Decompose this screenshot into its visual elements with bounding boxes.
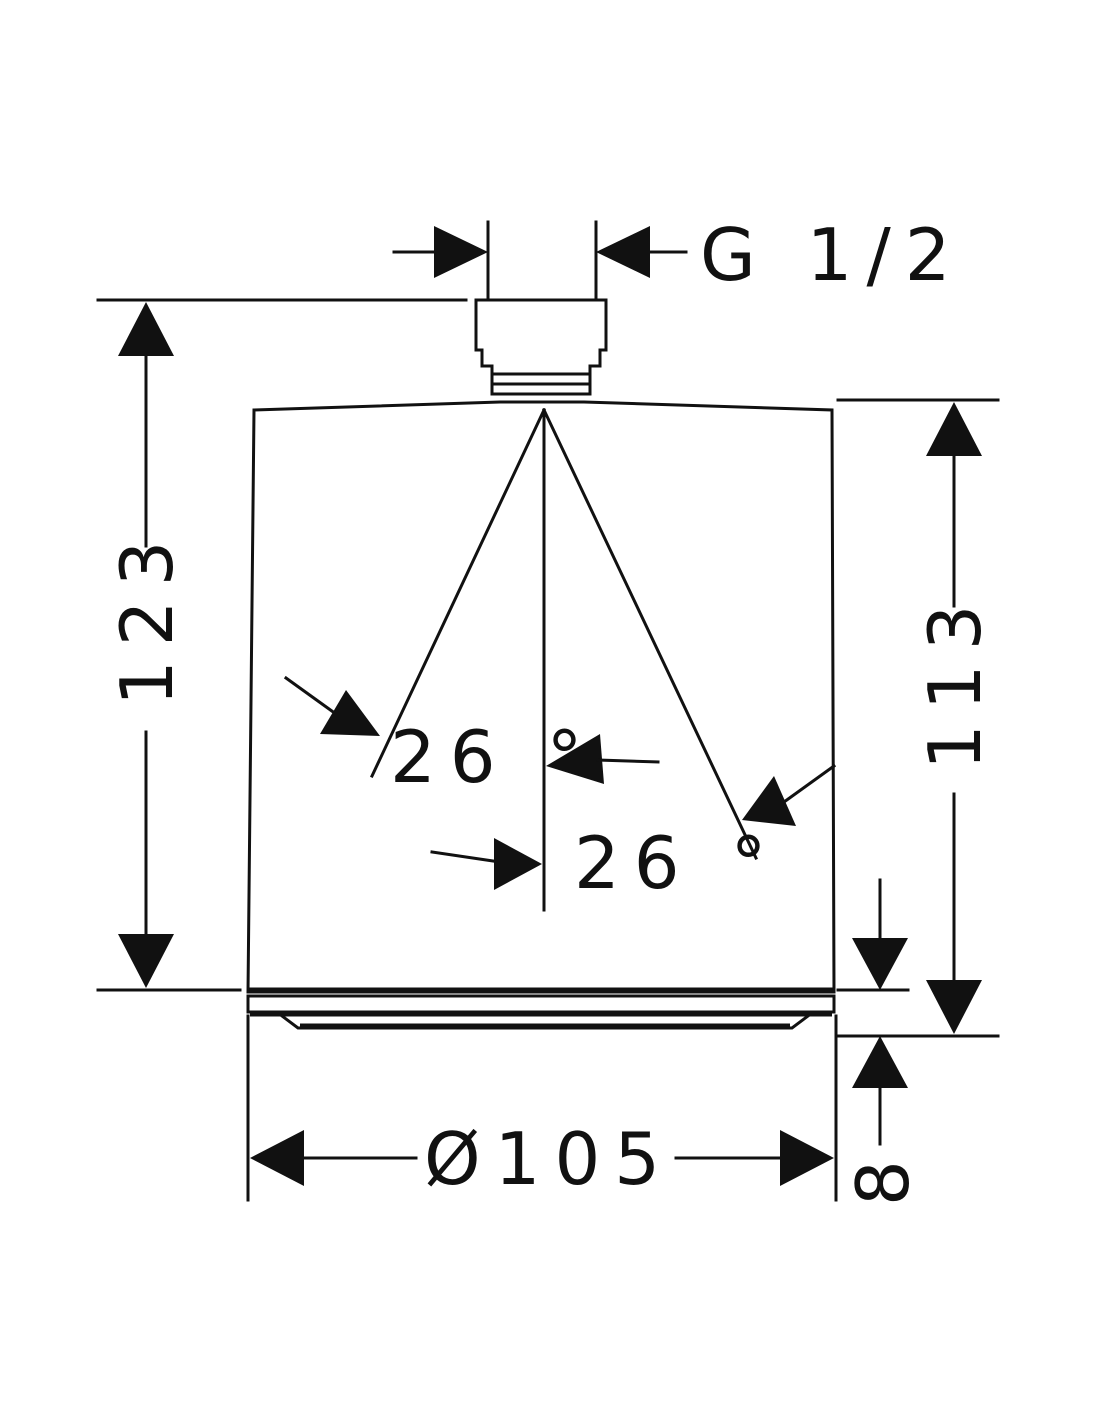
angle-left-annotation: 26 ° <box>283 675 660 799</box>
thread-dimension: G 1/2 <box>392 213 965 297</box>
angle-right-label: 26 ° <box>574 821 781 905</box>
thread-arrow-right <box>596 226 650 278</box>
thread-size-label: G 1/2 <box>700 213 965 297</box>
diameter-arrow-right <box>780 1130 834 1186</box>
face-thickness-arrow-up <box>852 1036 908 1088</box>
body-height-arrow-top <box>926 402 982 456</box>
total-height-dimension: 123 <box>105 302 189 988</box>
angle-right-arrow-outer <box>742 776 796 826</box>
diameter-label: Ø105 <box>424 1117 674 1201</box>
extension-lines <box>96 220 1000 1202</box>
total-height-arrow-top <box>118 302 174 356</box>
face-thickness-label: 8 <box>841 1146 925 1206</box>
shower-head-outline <box>246 298 836 1030</box>
angle-left-label: 26 ° <box>390 715 597 799</box>
angle-right-annotation: 26 ° <box>430 763 837 905</box>
total-height-label: 123 <box>105 527 189 706</box>
diameter-dimension: Ø105 <box>250 1117 834 1201</box>
body-height-arrow-bottom <box>926 980 982 1034</box>
body-height-label: 113 <box>913 591 997 770</box>
body-height-dimension: 113 <box>913 402 997 1034</box>
angle-right-arrow-inner <box>494 838 542 890</box>
angle-left-arrow-inner <box>546 734 604 784</box>
spray-angle-lines <box>370 408 758 912</box>
face-thickness-arrow-down <box>852 938 908 990</box>
face-thickness-dimension: 8 <box>841 878 925 1206</box>
thread-arrow-left <box>434 226 488 278</box>
total-height-arrow-bottom <box>118 934 174 988</box>
angle-left-arrow-outer <box>320 690 380 736</box>
diameter-arrow-left <box>250 1130 304 1186</box>
